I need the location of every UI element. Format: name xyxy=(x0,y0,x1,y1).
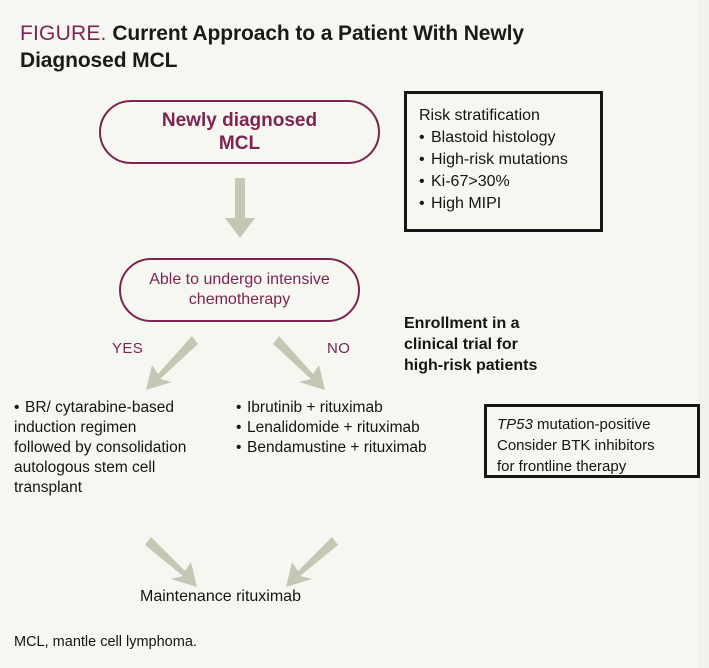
node-able-chemo-line1: Able to undergo intensive xyxy=(149,271,330,288)
enrollment-line2: clinical trial for xyxy=(404,336,518,353)
enrollment-clinical-trial-text: Enrollment in a clinical trial for high-… xyxy=(404,313,604,376)
list-item: • Bendamustine + rituximab xyxy=(236,438,476,458)
list-item: • Ki-67>30% xyxy=(419,171,600,193)
arrow-yes-branch xyxy=(146,336,198,390)
node-newly-diagnosed-line1: Newly diagnosed xyxy=(161,110,318,131)
tp53-gene-name: TP53 xyxy=(497,416,533,433)
bullet-icon: • xyxy=(236,399,242,416)
enrollment-line1: Enrollment in a xyxy=(404,315,520,332)
list-item: • High-risk mutations xyxy=(419,149,600,171)
arrow-down-to-able-chemo xyxy=(225,178,255,238)
risk-item-label: Blastoid histology xyxy=(431,129,556,146)
arrow-no-branch xyxy=(273,336,325,390)
node-able-to-undergo-chemotherapy: Able to undergo intensive chemotherapy xyxy=(119,258,360,322)
bullet-icon: • xyxy=(14,399,20,416)
tp53-line2: Consider BTK inhibitors xyxy=(497,437,655,454)
treatment-mid-label: Ibrutinib + rituximab xyxy=(247,399,383,416)
risk-item-label: High-risk mutations xyxy=(431,151,568,168)
bullet-icon: • xyxy=(419,195,425,212)
risk-stratification-box: Risk stratification • Blastoid histology … xyxy=(404,91,603,232)
bullet-icon: • xyxy=(419,129,425,146)
risk-item-label: High MIPI xyxy=(431,195,502,212)
treatment-mid-label: Lenalidomide + rituximab xyxy=(247,419,420,436)
tp53-mutation-box: TP53 mutation-positive Consider BTK inhi… xyxy=(484,404,700,478)
bullet-icon: • xyxy=(236,419,242,436)
figure-label: FIGURE. xyxy=(20,22,107,45)
figure-title-text: Current Approach to a Patient With Newly… xyxy=(20,22,524,72)
arrow-right-to-maintenance xyxy=(286,537,338,587)
bullet-icon: • xyxy=(419,173,425,190)
treatment-left-text: BR/ cytarabine-based induction regimen f… xyxy=(14,399,187,496)
tp53-line3: for frontline therapy xyxy=(497,458,627,475)
list-item: • Lenalidomide + rituximab xyxy=(236,418,476,438)
node-newly-diagnosed-mcl: Newly diagnosed MCL xyxy=(99,100,380,164)
risk-stratification-heading: Risk stratification xyxy=(419,107,540,124)
list-item: • High MIPI xyxy=(419,193,600,215)
branch-label-no: NO xyxy=(327,340,351,357)
node-able-chemo-line2: chemotherapy xyxy=(188,291,291,308)
tp53-line1-rest: mutation-positive xyxy=(532,416,651,433)
treatment-column-left: •BR/ cytarabine-based induction regimen … xyxy=(14,398,189,498)
node-maintenance-rituximab: Maintenance rituximab xyxy=(140,588,301,605)
page-gutter xyxy=(699,0,709,668)
risk-item-label: Ki-67>30% xyxy=(431,173,510,190)
list-item: • Blastoid histology xyxy=(419,127,600,149)
node-newly-diagnosed-line2: MCL xyxy=(218,133,261,154)
treatment-mid-label: Bendamustine + rituximab xyxy=(247,439,427,456)
figure-footnote: MCL, mantle cell lymphoma. xyxy=(14,634,197,650)
arrow-left-to-maintenance xyxy=(145,537,197,587)
figure-title: FIGURE. Current Approach to a Patient Wi… xyxy=(20,20,620,74)
branch-label-yes: YES xyxy=(112,340,144,357)
list-item: • Ibrutinib + rituximab xyxy=(236,398,476,418)
enrollment-line3: high-risk patients xyxy=(404,357,538,374)
risk-stratification-list: • Blastoid histology • High-risk mutations… xyxy=(419,127,600,215)
bullet-icon: • xyxy=(236,439,242,456)
bullet-icon: • xyxy=(419,151,425,168)
tp53-line1: TP53 mutation-positive xyxy=(497,414,697,435)
treatment-column-middle: • Ibrutinib + rituximab • Lenalidomide + r… xyxy=(236,398,476,458)
